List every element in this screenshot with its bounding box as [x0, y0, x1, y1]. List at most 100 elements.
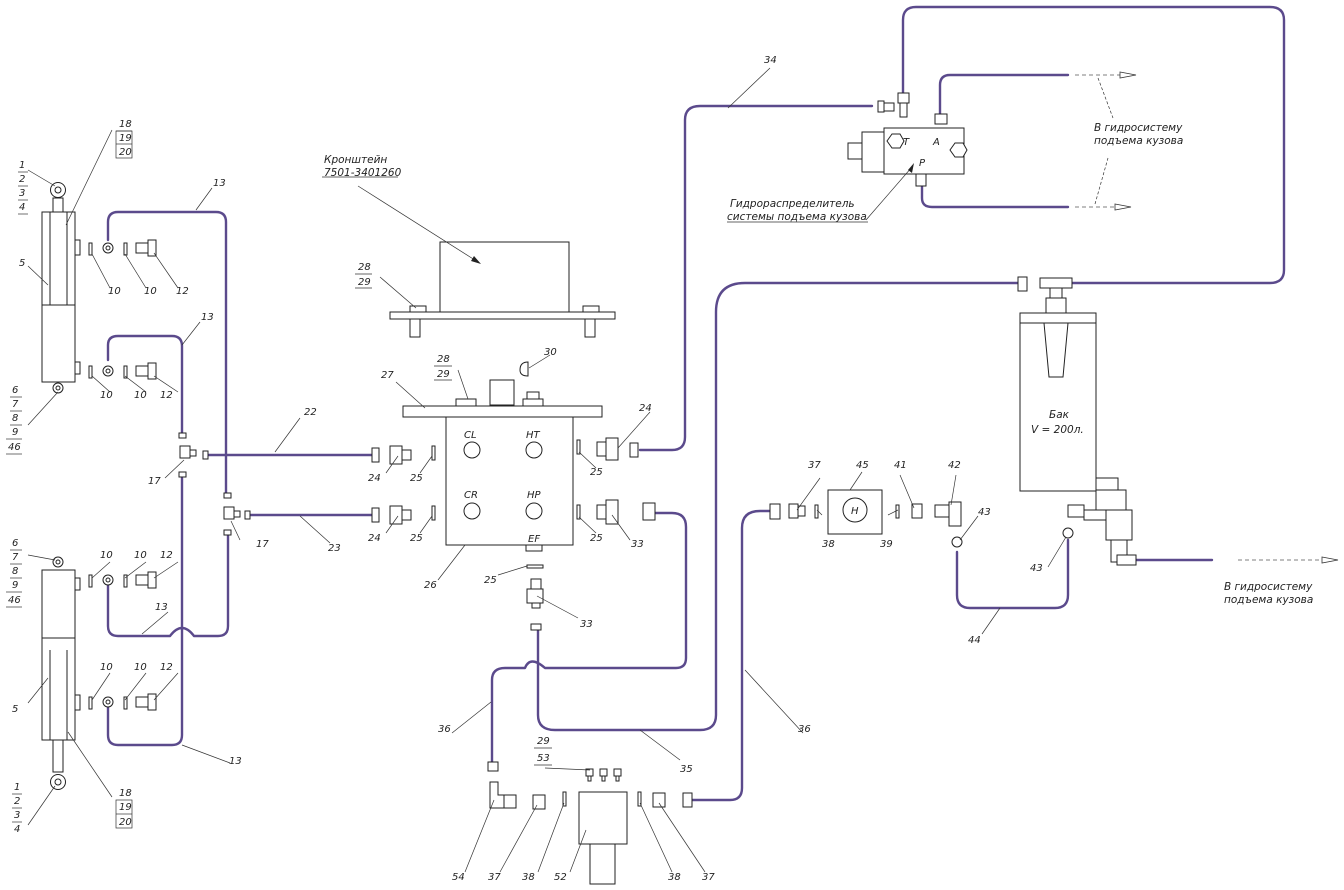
label-10: 10	[134, 662, 147, 673]
distributor-port-t: T	[903, 137, 910, 148]
cylinder-fittings	[88, 239, 157, 711]
label-13: 13	[229, 756, 242, 767]
label-13: 13	[201, 312, 214, 323]
label-2: 2	[14, 796, 20, 807]
line-35	[536, 281, 1020, 732]
line-36-right	[688, 509, 778, 802]
label-12: 12	[160, 550, 173, 561]
label-5: 5	[12, 704, 18, 715]
distributor-port-p: P	[919, 158, 926, 169]
label-29: 29	[437, 369, 450, 380]
label-13: 13	[155, 602, 168, 613]
bracket-note-line2: 7501-3401260	[324, 167, 402, 179]
label-4: 4	[14, 824, 20, 835]
label-25: 25	[410, 533, 423, 544]
port-hp-label: HP	[527, 490, 542, 501]
label-10: 10	[108, 286, 121, 297]
label-30: 30	[544, 347, 557, 358]
label-53: 53	[537, 753, 550, 764]
line-13-bottom	[106, 476, 184, 747]
label-12: 12	[176, 286, 189, 297]
label-52: 52	[554, 872, 567, 883]
line-p-out	[920, 183, 1070, 209]
port-ef-label: EF	[528, 534, 540, 545]
label-1: 1	[14, 782, 20, 793]
label-42: 42	[948, 460, 961, 471]
label-19: 19	[119, 133, 132, 144]
label-43: 43	[978, 507, 991, 518]
line-13-top	[106, 210, 228, 497]
label-3: 3	[14, 810, 20, 821]
to-system-top-line1: В гидросистему	[1094, 122, 1183, 134]
label-25: 25	[590, 533, 603, 544]
label-46: 46	[8, 442, 21, 453]
label-24: 24	[639, 403, 652, 414]
label-38: 38	[522, 872, 535, 883]
label-33: 33	[580, 619, 593, 630]
label-10: 10	[144, 286, 157, 297]
label-7: 7	[12, 552, 19, 563]
label-36: 36	[798, 724, 811, 735]
distributor-note-line1: Гидрораспределитель	[730, 198, 855, 210]
tee-fittings-17	[178, 432, 251, 536]
label-12: 12	[160, 662, 173, 673]
label-29: 29	[358, 277, 371, 288]
tank-label-line2: V = 200л.	[1031, 424, 1084, 436]
lift-distributor: T A P	[847, 92, 968, 187]
to-system-bottom-line2: подъема кузова	[1224, 594, 1313, 606]
label-8: 8	[12, 566, 18, 577]
label-25: 25	[590, 467, 603, 478]
line-33-to-36	[490, 511, 688, 764]
label-22: 22	[304, 407, 317, 418]
label-43: 43	[1030, 563, 1043, 574]
label-2: 2	[19, 174, 25, 185]
label-20: 20	[119, 817, 132, 828]
oil-tank: Бак V = 200л.	[1017, 276, 1137, 566]
label-25: 25	[410, 473, 423, 484]
label-5: 5	[19, 258, 25, 269]
label-underlines	[6, 130, 868, 829]
label-29: 29	[537, 736, 550, 747]
label-34: 34	[764, 55, 777, 66]
label-37: 37	[488, 872, 501, 883]
port-ht-label: HT	[526, 430, 541, 441]
label-19: 19	[119, 802, 132, 813]
label-26: 26	[424, 580, 437, 591]
label-1: 1	[19, 160, 25, 171]
line-13-upper-mid	[106, 334, 184, 436]
label-36: 36	[438, 724, 451, 735]
label-17: 17	[256, 539, 269, 550]
label-24: 24	[368, 473, 381, 484]
label-20: 20	[119, 147, 132, 158]
label-37: 37	[702, 872, 715, 883]
notes: Кронштейн 7501-3401260 Гидрораспределите…	[324, 122, 1313, 606]
label-10: 10	[134, 550, 147, 561]
label-37: 37	[808, 460, 821, 471]
label-33: 33	[631, 539, 644, 550]
part-labels: 1 2 3 4 5 6 7 8 9 46 18 19 20 10 10 12 1…	[8, 55, 1043, 883]
label-41: 41	[894, 460, 907, 471]
label-9: 9	[12, 580, 18, 591]
to-system-top-line2: подъема кузова	[1094, 135, 1183, 147]
label-38: 38	[668, 872, 681, 883]
tank-label-line1: Бак	[1049, 409, 1070, 421]
label-6: 6	[12, 385, 18, 396]
label-24: 24	[368, 533, 381, 544]
label-10: 10	[100, 550, 113, 561]
label-45: 45	[856, 460, 869, 471]
label-10: 10	[134, 390, 147, 401]
label-13: 13	[213, 178, 226, 189]
label-25: 25	[484, 575, 497, 586]
label-27: 27	[381, 370, 394, 381]
label-35: 35	[680, 764, 693, 775]
valve-fittings	[371, 437, 656, 631]
port-cr-label: CR	[464, 490, 478, 501]
label-44: 44	[968, 635, 981, 646]
to-system-bottom-line1: В гидросистему	[1224, 581, 1313, 593]
label-10: 10	[100, 662, 113, 673]
label-54: 54	[452, 872, 465, 883]
label-39: 39	[880, 539, 893, 550]
distributor-note-line2: системы подъема кузова	[727, 211, 867, 223]
label-23: 23	[328, 543, 341, 554]
